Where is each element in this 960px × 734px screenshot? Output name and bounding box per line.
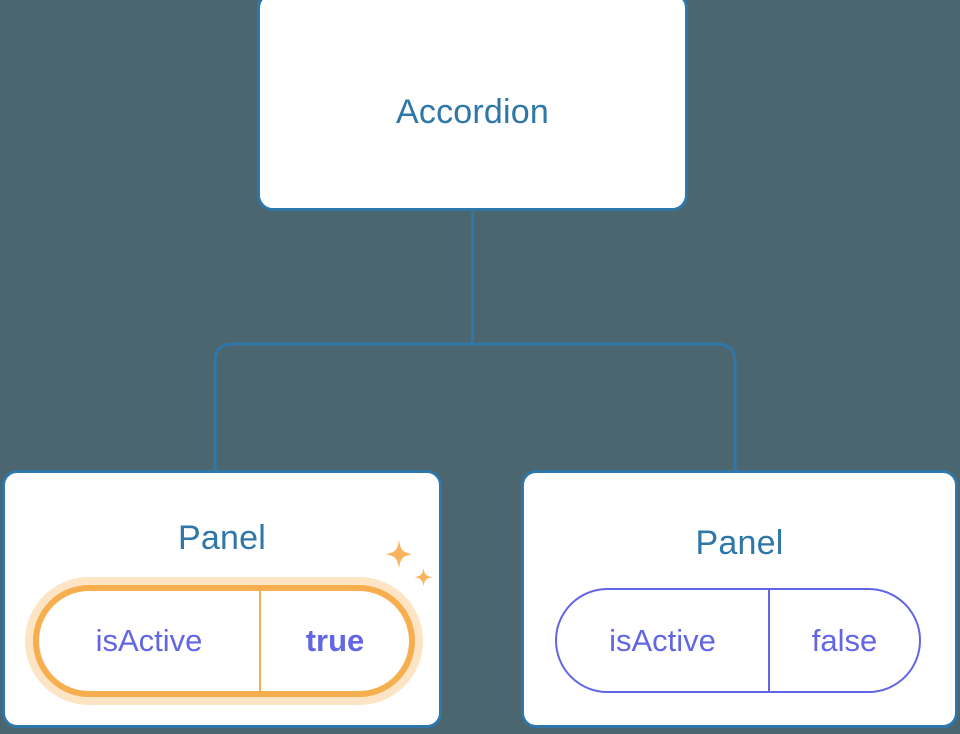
prop-pill-isactive-false[interactable]: isActive false <box>555 588 921 693</box>
prop-value-label: true <box>305 623 365 658</box>
connector-bus-to-right-panel <box>472 342 737 472</box>
node-accordion[interactable]: Accordion <box>257 0 688 211</box>
node-panel-left-title: Panel <box>178 519 266 557</box>
prop-pill-isactive-true[interactable]: isActive true <box>33 585 415 697</box>
prop-key-label: isActive <box>39 591 261 691</box>
node-panel-right-title: Panel <box>695 524 784 562</box>
prop-value-label: false <box>811 622 878 658</box>
connector-bus-to-left-panel <box>213 342 473 472</box>
node-accordion-title: Accordion <box>396 93 549 131</box>
prop-key-label: isActive <box>557 590 770 691</box>
